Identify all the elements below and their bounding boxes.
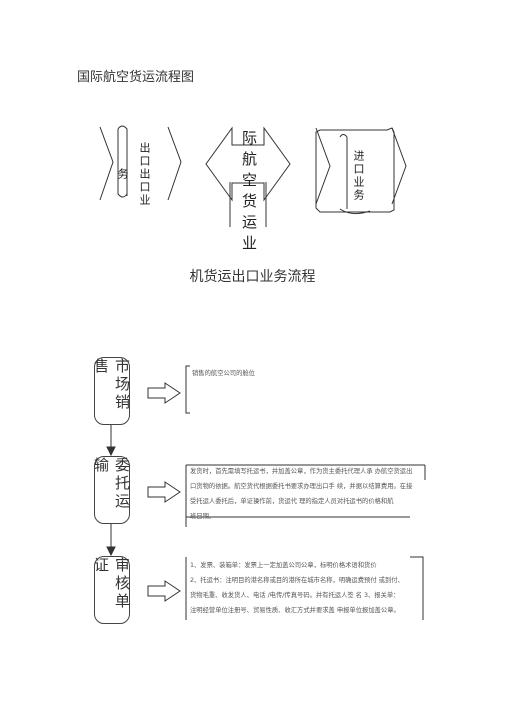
text-line: 销售的航空公司的舱位 (192, 370, 255, 377)
export-label-side: 务 (116, 168, 129, 181)
text-line: 注明经营单位注册号、贸易性质、收汇方式并要求盖 申报单位报加盖公章。 (190, 607, 400, 614)
step-text-review-documents: 1、发票、装箱单：发票上一定加盖公司公章，标明价格术语和货价 2、托运书：注明目… (190, 558, 422, 618)
page-title: 国际航空货运流程图 (77, 70, 195, 85)
center-transport-label: 际航空货运业 (240, 130, 258, 256)
double-arrow-shape (205, 126, 291, 227)
text-line: 货物毛重、收发货人、电话 /电传/传真号码。并有托运人签 名 3、报关单： (190, 592, 400, 599)
section-subtitle: 机货运出口业务流程 (189, 269, 316, 285)
import-label: 进口业务 (352, 150, 365, 202)
step-right-arrows (147, 382, 181, 602)
text-line: 发货时，首先需填写托运书，并加盖公章，作为货主委托代理人承 办航空货运出 (190, 468, 413, 475)
text-line: 1、发票、装箱单：发票上一定加盖公司公章，标明价格术语和货价 (190, 562, 377, 569)
text-brackets (185, 365, 426, 620)
step-text-consign-transport: 发货时，首先需填写托运书，并加盖公章，作为货主委托代理人承 办航空货运出 口货物… (190, 464, 425, 524)
text-line: 受托运人委托后，单证操作前，货运代 理的指定人员对托运书的价格和航 (190, 498, 394, 505)
step-down-arrows (106, 421, 116, 557)
import-banner-shape (315, 127, 407, 215)
text-line: 2、托运书：注明目的港名称或目的港所在城市名称，明确运费预付 或到付、 (190, 577, 404, 584)
export-banner-shape (99, 125, 182, 201)
step-box-review-documents: 审核单证 (92, 556, 131, 624)
step-box-consign-transport: 委托运输 (92, 456, 131, 524)
step-text-market-sales: 销售的航空公司的舱位 (192, 366, 255, 381)
step-box-market-sales: 市场销售 (92, 357, 131, 425)
text-line: 班日期。 (190, 513, 216, 520)
text-line: 口货物的依据。航空货代根据委托书要求办理出口手 续，并据以结算费用。在接 (190, 483, 413, 490)
export-label-main: 出口出口业 (138, 142, 151, 207)
